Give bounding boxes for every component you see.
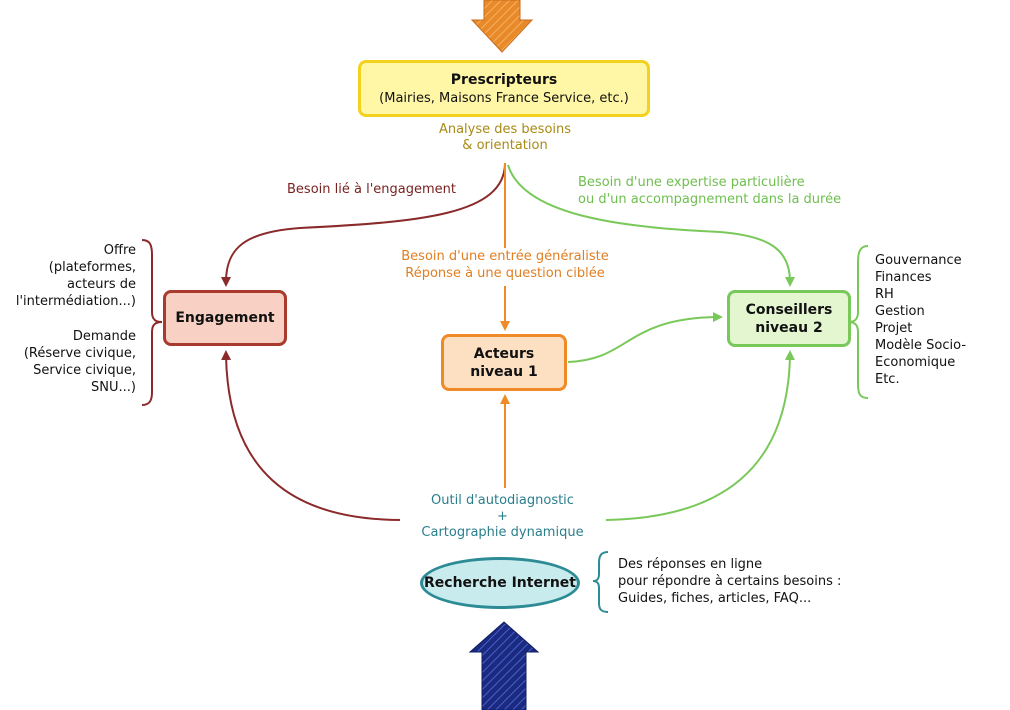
generalist-line2: Réponse à une question ciblée [405,266,605,281]
outil-label: Outil d'autodiagnostic + Cartographie dy… [400,493,605,541]
conseillers-line1: Conseillers [745,301,833,318]
conseillers-line2: niveau 2 [755,319,823,336]
demande-line: SNU...) [91,380,136,395]
prescripteurs-title: Prescripteurs [450,71,558,88]
acteurs-niveau-1-node: Acteurs niveau 1 [441,334,567,391]
expertise-line1: Besoin d'une expertise particulière [578,175,805,190]
demande-line: Demande [72,329,136,344]
offre-line: l'intermédiation...) [15,294,136,309]
left-brace [141,239,163,406]
recherche-internet-node: Recherche Internet [420,557,580,609]
top-input-arrow [470,0,534,53]
online-answers-line: pour répondre à certains besoins : [618,574,842,589]
acteurs-line1: Acteurs [473,345,535,362]
topic-item: RH [875,287,894,302]
arrow-acteurs-to-conseillers [567,312,723,363]
topic-item: Gouvernance [875,253,962,268]
analyse-line1: Analyse des besoins [438,122,572,137]
prescripteurs-subtitle: (Mairies, Maisons France Service, etc.) [379,90,629,106]
topic-item: Gestion [875,304,925,319]
offre-line: (plateformes, [48,260,136,275]
expertise-topics-list: Gouvernance Finances RH Gestion Projet M… [875,252,1005,388]
topic-item: Finances [875,270,932,285]
arrow-prescripteurs-to-engagement [221,162,506,287]
engagement-need-label: Besoin lié à l'engagement [287,182,456,197]
expertise-line2: ou d'un accompagnement dans la durée [578,192,842,207]
arrow-recherche-to-engagement [221,350,403,521]
demande-note: Demande (Réserve civique, Service civiqu… [6,328,136,396]
online-answers-note: Des réponses en ligne pour répondre à ce… [618,556,878,607]
outil-line1: Outil d'autodiagnostic [431,493,574,508]
analyse-label: Analyse des besoins & orientation [405,122,605,154]
acteurs-line2: niveau 1 [470,363,538,380]
generalist-label: Besoin d'une entrée généraliste Réponse … [390,248,620,282]
generalist-line1: Besoin d'une entrée généraliste [401,249,609,264]
conseillers-niveau-2-node: Conseillers niveau 2 [727,290,851,347]
topic-item: Etc. [875,372,900,387]
expertise-label: Besoin d'une expertise particulière ou d… [578,174,841,208]
offre-note: Offre (plateformes, acteurs de l'intermé… [6,242,136,310]
arrow-prescripteurs-to-conseillers [507,164,795,287]
outil-line3: Cartographie dynamique [421,525,584,540]
online-answers-line: Guides, fiches, articles, FAQ... [618,591,812,606]
analyse-line2: & orientation [462,138,548,153]
demande-line: (Réserve civique, [23,346,136,361]
topic-item: Projet [875,321,913,336]
outil-line2: + [497,509,508,524]
offre-line: Offre [103,243,136,258]
offre-line: acteurs de [67,277,136,292]
engagement-title: Engagement [175,310,275,326]
bottom-brace [592,551,609,613]
recherche-title: Recherche Internet [424,575,576,591]
online-answers-line: Des réponses en ligne [618,557,763,572]
topic-item: Modèle Socio- [875,338,967,353]
prescripteurs-node: Prescripteurs (Mairies, Maisons France S… [358,60,650,117]
engagement-node: Engagement [163,290,287,346]
arrow-recherche-to-conseillers [605,350,795,521]
right-brace [847,245,869,399]
topic-item: Economique [875,355,956,370]
bottom-input-arrow [468,621,540,710]
demande-line: Service civique, [33,363,136,378]
